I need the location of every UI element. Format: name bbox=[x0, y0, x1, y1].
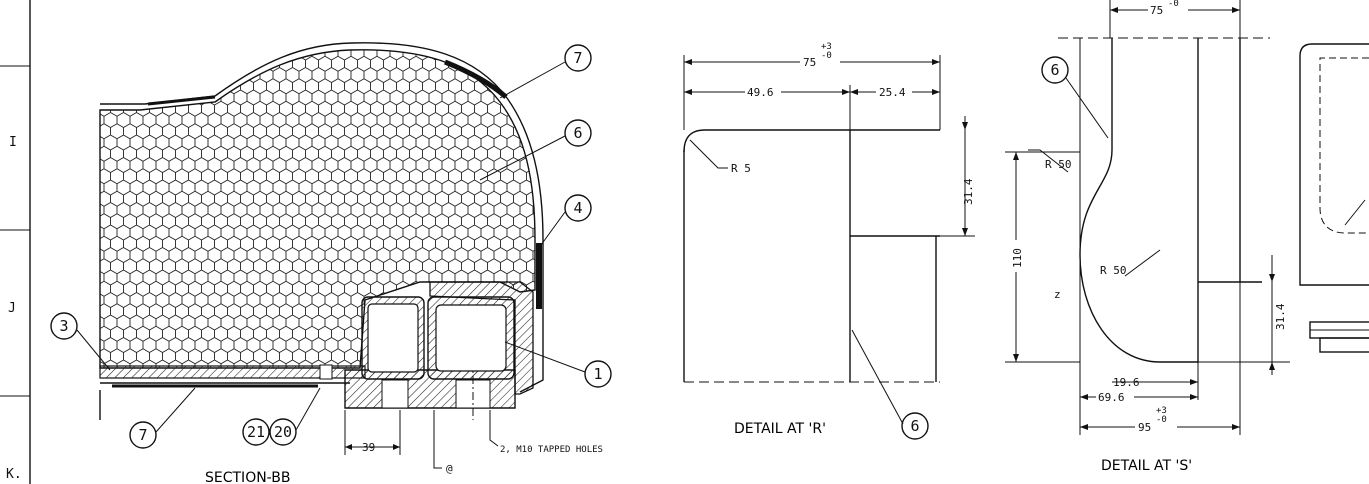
detail-s-dim-110: 110 bbox=[1011, 248, 1024, 268]
detail-s-callout-6 bbox=[1041, 56, 1069, 84]
corner-bracket bbox=[429, 281, 534, 395]
callout-3 bbox=[50, 312, 78, 340]
zone-label-j: J bbox=[8, 301, 16, 316]
detail-s-caption: DETAIL AT 'S' bbox=[1101, 458, 1192, 474]
callout-6 bbox=[564, 119, 592, 147]
detail-s-profile bbox=[1079, 38, 1199, 363]
detail-r-tol-minus: -0 bbox=[821, 51, 832, 61]
callout-7-bottom bbox=[129, 421, 157, 449]
outer-skin bbox=[100, 42, 544, 393]
callout-21 bbox=[242, 418, 270, 446]
detail-s-dim-19-6: 19.6 bbox=[1113, 376, 1140, 389]
callout-4 bbox=[564, 194, 592, 222]
detail-r-caption: DETAIL AT 'R' bbox=[734, 421, 826, 437]
detail-r-top-edge bbox=[683, 129, 940, 153]
detail-r-dim-height: 31.4 bbox=[962, 178, 975, 205]
section-bb: 39 2, M10 TAPPED HOLES @ 7 6 4 3 1 7 21 bbox=[50, 42, 612, 484]
callout-1 bbox=[584, 360, 612, 388]
detail-s-dim-top: 75 bbox=[1150, 4, 1163, 17]
svg-text:4: 4 bbox=[573, 199, 582, 217]
zone-label-k: K. bbox=[6, 467, 22, 482]
zone-label-i: I bbox=[9, 135, 17, 150]
svg-text:1: 1 bbox=[593, 365, 602, 383]
at-symbol: @ bbox=[446, 462, 453, 475]
detail-s-radius-upper: R 50 bbox=[1045, 158, 1072, 171]
detail-s-radius-lower: R 50 bbox=[1100, 264, 1127, 277]
svg-text:7: 7 bbox=[573, 49, 582, 67]
dim-39: 39 bbox=[362, 441, 375, 454]
svg-text:6: 6 bbox=[1050, 61, 1059, 79]
section-bb-caption: SECTION-BB bbox=[205, 470, 290, 484]
svg-text:20: 20 bbox=[274, 423, 292, 441]
detail-s: 75 -0 6 R 50 R 50 110 31.4 19.6 69.6 bbox=[1005, 0, 1290, 474]
partial-view-right bbox=[1299, 43, 1369, 353]
detail-s-dim-31-4: 31.4 bbox=[1274, 303, 1287, 330]
callout-20 bbox=[269, 418, 297, 446]
detail-r-radius: R 5 bbox=[731, 162, 751, 175]
svg-text:7: 7 bbox=[138, 426, 147, 444]
margin-zone-strip: I J K. bbox=[0, 0, 31, 484]
detail-s-tol-top: -0 bbox=[1168, 0, 1179, 9]
detail-s-dim-69-6: 69.6 bbox=[1098, 391, 1125, 404]
svg-text:6: 6 bbox=[573, 124, 582, 142]
cover-strip-left bbox=[147, 95, 216, 106]
detail-r-tol-plus: +3 bbox=[821, 42, 832, 52]
detail-r-dim-overall: 75 bbox=[803, 56, 816, 69]
detail-r-callout-6 bbox=[901, 412, 929, 440]
detail-s-tol-plus: +3 bbox=[1156, 406, 1167, 416]
callout-7-top bbox=[564, 44, 592, 72]
tapped-holes-note: 2, M10 TAPPED HOLES bbox=[500, 445, 603, 455]
svg-text:6: 6 bbox=[910, 417, 919, 435]
detail-s-mark-z: z bbox=[1054, 288, 1061, 301]
svg-text:21: 21 bbox=[247, 423, 265, 441]
detail-s-dim-95: 95 bbox=[1138, 421, 1151, 434]
detail-r: 75 +3 -0 49.6 25.4 31.4 R 5 6 DETAIL AT … bbox=[683, 42, 975, 440]
cover-strip-top bbox=[444, 59, 508, 99]
svg-text:3: 3 bbox=[59, 317, 68, 335]
detail-s-tol-minus: -0 bbox=[1156, 415, 1167, 425]
detail-r-dim-left: 49.6 bbox=[747, 86, 774, 99]
detail-r-dim-right: 25.4 bbox=[879, 86, 906, 99]
